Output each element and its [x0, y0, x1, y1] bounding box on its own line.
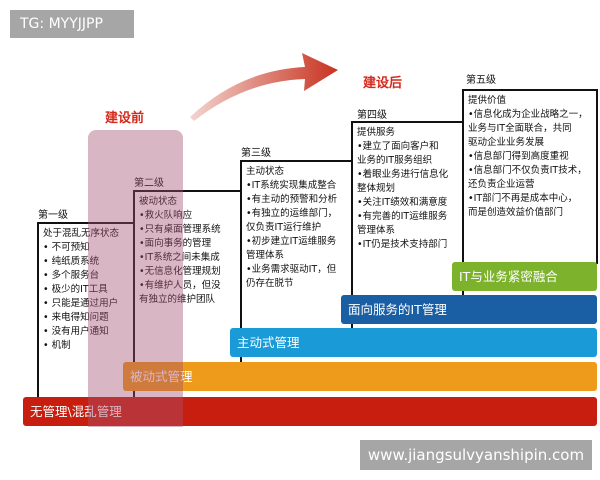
level-2-line: •救火队响应 — [139, 210, 193, 221]
bar-level-2: 被动式管理 — [123, 362, 597, 391]
level-5-box: 提供价值 •信息化成为企业战略之一， 业务与IT全面联合，共同驱动企业业务发展 •信息… — [462, 89, 598, 264]
watermark-bottom: www.jiangsulvyanshipin.com — [360, 440, 592, 470]
level-4-line: •建立了面向客户和 — [357, 141, 439, 152]
level-1-label: 第一级 — [38, 210, 68, 221]
before-highlight — [88, 130, 183, 427]
level-4-line: •有完善的IT运维服务 — [357, 211, 448, 222]
level-5-label: 第五级 — [466, 75, 496, 86]
level-2-line: 有独立的维护团队 — [139, 294, 216, 305]
bar-level-4: 面向服务的IT管理 — [341, 295, 597, 324]
level-3-label: 第三级 — [241, 148, 271, 159]
level-5-line: 提供价值 — [468, 95, 507, 106]
level-2-line: •只有桌面管理系统 — [139, 224, 221, 235]
level-5-line: •信息部门不仅负责IT技术， — [468, 165, 587, 176]
level-2-line: 被动状态 — [139, 196, 178, 207]
level-3-line: 管理体系 — [246, 250, 285, 261]
level-4-line: 整体规划 — [357, 183, 396, 194]
before-label: 建设前 — [105, 111, 145, 126]
level-2-label: 第二级 — [134, 178, 164, 189]
level-1-box: 处于混乱无序状态 • 不可预知 • 纯纸质系统 • 多个服务台 • 极少的IT工具 • 只… — [37, 222, 135, 398]
level-4-box: 提供服务 •建立了面向客户和 业务的IT服务组织 •着眼业务进行信息化 整体规划 •关… — [351, 121, 464, 297]
level-5-line: •信息化成为企业战略之一， — [468, 109, 588, 120]
level-2-line: •有维护人员，但没 — [139, 280, 221, 291]
level-1-line: • 没有用户通知 — [43, 326, 109, 337]
level-3-line: •有独立的运维部门， — [246, 208, 338, 219]
level-3-line: •初步建立IT运维服务 — [246, 236, 337, 247]
level-3-line: •业务需求驱动IT，但 — [246, 264, 337, 275]
after-label: 建设后 — [363, 76, 403, 91]
level-3-line: 仍存在脱节 — [246, 278, 294, 289]
level-4-line: •IT仍是技术支持部门 — [357, 239, 448, 250]
level-1-line: • 多个服务台 — [43, 270, 100, 281]
level-5-line: •IT部门不再是成本中心， — [468, 193, 578, 204]
level-3-line: •有主动的预警和分析 — [246, 194, 338, 205]
level-4-label: 第四级 — [357, 110, 387, 121]
level-2-line: •无信息化管理规划 — [139, 266, 221, 277]
level-4-line: 业务的IT服务组织 — [357, 155, 433, 166]
level-2-line: •面向事务的管理 — [139, 238, 212, 249]
level-1-line: • 纯纸质系统 — [43, 256, 100, 267]
level-1-line: • 极少的IT工具 — [43, 284, 108, 295]
level-3-line: 主动状态 — [246, 166, 285, 177]
bar-level-5: IT与业务紧密融合 — [452, 262, 597, 291]
level-1-line: 处于混乱无序状态 — [43, 228, 120, 239]
level-1-line: • 机制 — [43, 340, 71, 351]
level-5-line: •信息部门得到高度重视 — [468, 151, 569, 162]
level-5-line: 还负责企业运营 — [468, 179, 535, 190]
level-5-line: 而是创造效益价值部门 — [468, 207, 564, 218]
level-5-line: 驱动企业业务发展 — [468, 137, 545, 148]
watermark-top: TG: MYYJJPP — [10, 10, 134, 38]
level-4-line: •关注IT绩效和满意度 — [357, 197, 448, 208]
level-2-box: 被动状态 •救火队响应 •只有桌面管理系统 •面向事务的管理 •IT系统之间未集成 •无信… — [133, 190, 242, 364]
level-1-line: • 来电得知问题 — [43, 312, 109, 323]
bar-level-3: 主动式管理 — [230, 328, 597, 357]
level-4-line: •着眼业务进行信息化 — [357, 169, 449, 180]
level-3-line: 仅负责IT运行维护 — [246, 222, 322, 233]
level-2-line: •IT系统之间未集成 — [139, 252, 220, 263]
level-4-line: 管理体系 — [357, 225, 396, 236]
growth-arrow-icon — [190, 53, 338, 121]
level-4-line: 提供服务 — [357, 127, 396, 138]
level-3-line: •IT系统实现集成整合 — [246, 180, 337, 191]
level-1-line: • 不可预知 — [43, 242, 90, 253]
level-5-line: 业务与IT全面联合，共同 — [468, 123, 572, 134]
bar-level-1: 无管理\混乱管理 — [23, 397, 597, 426]
level-1-line: • 只能是通过用户 — [43, 298, 119, 309]
level-3-box: 主动状态 •IT系统实现集成整合 •有主动的预警和分析 •有独立的运维部门， 仅负责I… — [240, 160, 353, 330]
